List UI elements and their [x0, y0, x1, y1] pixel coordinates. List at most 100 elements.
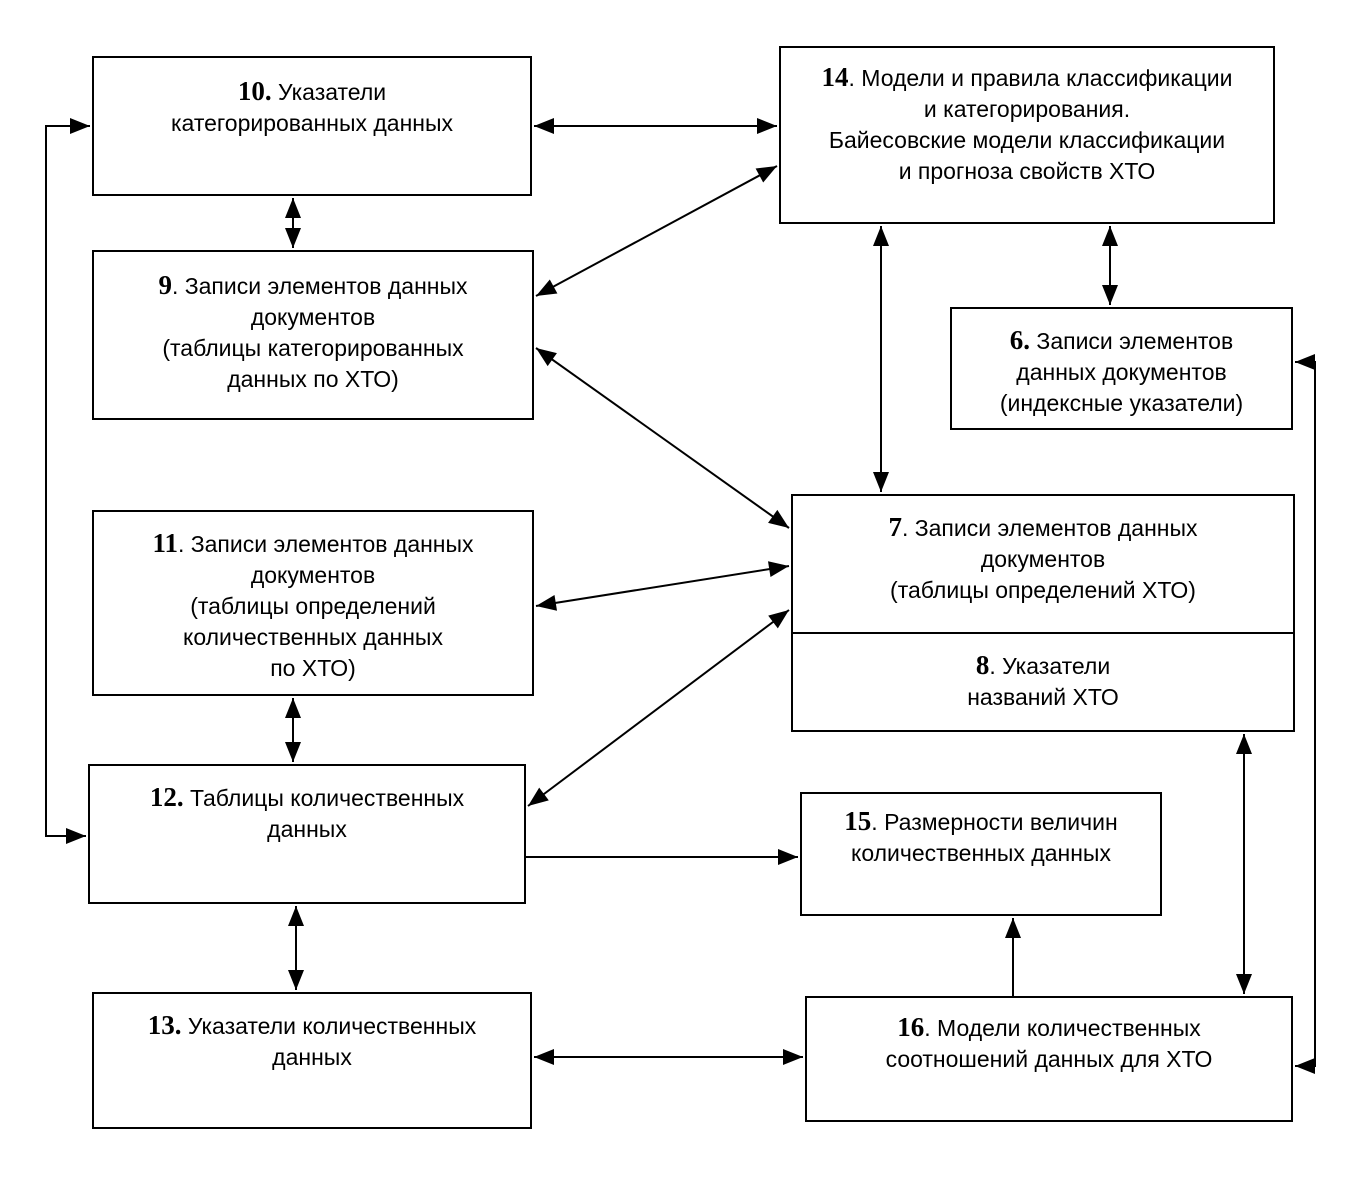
box-9-text-2: документов	[250, 304, 376, 330]
box-14-text-4: и прогноза свойств ХТО	[898, 158, 1156, 184]
arrow-12-13-head-end	[288, 970, 304, 990]
box-16: 16. Модели количественных соотношений да…	[805, 996, 1293, 1122]
box-9-line-1: 9. Записи элементов данных	[94, 270, 532, 302]
box-11-text-3: (таблицы определений	[190, 593, 436, 619]
box-10: 10. Указатели категорированных данных	[92, 56, 532, 196]
arrow-10-14-head-start	[534, 118, 554, 134]
arrow-9-7-head-start	[536, 348, 557, 367]
box-13-text-1: Указатели количественных	[181, 1013, 477, 1039]
box-8-line-1: 8. Указатели	[793, 650, 1293, 682]
arrow-10-12-head-start	[70, 118, 90, 134]
box-11: 11. Записи элементов данных документов (…	[92, 510, 534, 696]
box-12-text-2: данных	[267, 816, 347, 842]
box-13-text-2: данных	[272, 1044, 352, 1070]
box-8-text-2: названий ХТО	[967, 684, 1119, 710]
arrow-11-12-head-end	[285, 742, 301, 762]
arrow-9-7-head-end	[768, 509, 789, 528]
box-9: 9. Записи элементов данных документов (т…	[92, 250, 534, 420]
box-11-line-1: 11. Записи элементов данных	[94, 528, 532, 560]
arrow-11-7-head-end	[767, 561, 789, 578]
box-14-line-1: 14. Модели и правила классификации	[781, 62, 1273, 94]
box-15-number: 15	[844, 806, 872, 836]
arrow-12-7-head-start	[528, 787, 549, 806]
box-13-number: 13.	[147, 1010, 182, 1040]
box-7-line-1: 7. Записи элементов данных	[793, 512, 1293, 544]
box-11-text-5: по ХТО)	[270, 655, 356, 681]
arrow-8-16-head-end	[1236, 974, 1252, 994]
arrow-10-12-head-end	[66, 828, 86, 844]
box-16-text-2: соотношений данных для ХТО	[885, 1046, 1213, 1072]
box-14-text-2: и категорирования.	[923, 96, 1131, 122]
arrow-9-14-head-start	[536, 279, 558, 296]
box-15-line-1: 15. Размерности величин	[802, 806, 1160, 838]
box-11-number: 11	[152, 528, 178, 558]
box-6-line-1: 6. Записи элементов	[952, 325, 1291, 357]
box-7-number: 7	[888, 512, 902, 542]
arrow-12-7	[527, 609, 790, 807]
arrow-14-7-head-end	[873, 472, 889, 492]
box-10-text-2: категорированных данных	[170, 110, 454, 136]
arrow-6-16-head-start	[1295, 354, 1315, 370]
box-12-text-1: Таблицы количественных	[183, 785, 465, 811]
box-7: 7. Записи элементов данных документов (т…	[791, 494, 1295, 634]
box-8: 8. Указатели названий ХТО	[791, 632, 1295, 732]
box-7-text-1: . Записи элементов данных	[901, 515, 1198, 541]
arrow-10-9-head-start	[285, 198, 301, 218]
arrow-8-16-head-start	[1236, 734, 1252, 754]
box-11-text-1: . Записи элементов данных	[177, 531, 474, 557]
box-9-number: 9	[158, 270, 172, 300]
arrow-9-14	[535, 165, 778, 297]
box-13-line-1: 13. Указатели количественных	[94, 1010, 530, 1042]
box-7-text-3: (таблицы определений ХТО)	[890, 577, 1196, 603]
arrow-6-16-head-end	[1295, 1058, 1315, 1074]
box-11-text-4: количественных данных	[183, 624, 443, 650]
box-16-text-1: . Модели количественных	[924, 1015, 1201, 1041]
box-10-line-1: 10. Указатели	[94, 76, 530, 108]
box-16-number: 16	[897, 1012, 925, 1042]
arrow-12-13-head-start	[288, 906, 304, 926]
box-7-text-2: документов	[980, 546, 1106, 572]
arrow-10-14-head-end	[757, 118, 777, 134]
box-9-text-4: данных по ХТО)	[227, 366, 399, 392]
box-13: 13. Указатели количественных данных	[92, 992, 532, 1129]
box-6: 6. Записи элементов данных документов (и…	[950, 307, 1293, 430]
box-10-text-1: Указатели	[271, 79, 387, 105]
arrow-12-15-head-end	[778, 849, 798, 865]
box-6-number: 6.	[1009, 325, 1031, 355]
box-15-text-2: количественных данных	[851, 840, 1111, 866]
box-8-text-1: . Указатели	[989, 653, 1111, 679]
box-12-line-1: 12. Таблицы количественных	[90, 782, 524, 814]
box-15: 15. Размерности величин количественных д…	[800, 792, 1162, 916]
box-11-text-2: документов	[250, 562, 376, 588]
arrow-12-7-head-end	[768, 610, 789, 629]
arrow-14-7-head-start	[873, 226, 889, 246]
arrow-6-16	[1295, 361, 1316, 1067]
box-14: 14. Модели и правила классификации и кат…	[779, 46, 1275, 224]
arrow-16-15-head-end	[1005, 918, 1021, 938]
box-16-line-1: 16. Модели количественных	[807, 1012, 1291, 1044]
arrow-11-7-head-start	[536, 594, 558, 611]
arrow-13-16-head-start	[534, 1049, 554, 1065]
box-9-text-3: (таблицы категорированных	[162, 335, 464, 361]
arrow-11-12-head-start	[285, 698, 301, 718]
box-9-text-1: . Записи элементов данных	[171, 273, 468, 299]
box-14-text-1: . Модели и правила классификации	[848, 65, 1233, 91]
arrow-11-7	[535, 565, 790, 607]
arrow-13-16-head-end	[783, 1049, 803, 1065]
box-6-text-2: данных документов	[1016, 359, 1227, 385]
box-6-text-3: (индексные указатели)	[999, 390, 1244, 416]
arrow-9-7	[535, 347, 790, 529]
box-14-number: 14	[821, 62, 849, 92]
box-15-text-1: . Размерности величин	[871, 809, 1118, 835]
arrow-14-6-head-start	[1102, 226, 1118, 246]
arrow-14-6-head-end	[1102, 285, 1118, 305]
box-6-text-1: Записи элементов	[1030, 328, 1234, 354]
box-8-number: 8	[975, 650, 990, 680]
box-12-number: 12.	[149, 782, 184, 812]
arrow-10-9-head-end	[285, 228, 301, 248]
arrow-9-14-head-end	[755, 166, 777, 183]
box-14-text-3: Байесовские модели классификации	[828, 127, 1226, 153]
arrow-10-12	[45, 125, 90, 837]
